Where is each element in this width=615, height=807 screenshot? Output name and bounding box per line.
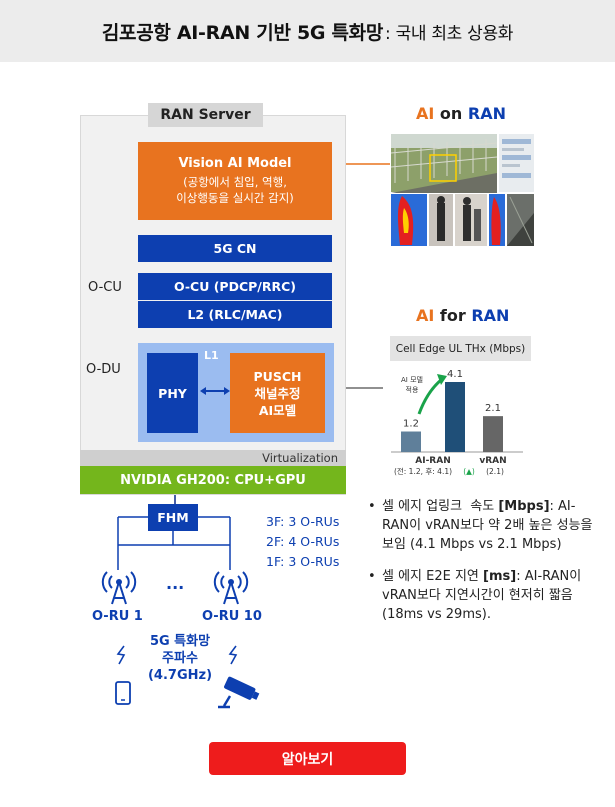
ai-for-ran-ai: AI bbox=[416, 306, 434, 325]
fence-scene-image bbox=[391, 134, 497, 193]
oru-1-label: O-RU 1 bbox=[92, 609, 143, 624]
pusch-line-3: AI모델 bbox=[259, 402, 296, 419]
heatmap-image bbox=[391, 194, 427, 246]
vision-ai-desc-2: 이상행동을 실시간 감지) bbox=[176, 190, 294, 206]
vision-ai-model-box: Vision AI Model (공항에서 침입, 역행, 이상행동을 실시간 … bbox=[138, 142, 332, 220]
floor-1f: 1F: 3 O-RUs bbox=[266, 552, 339, 572]
floor-2f: 2F: 4 O-RUs bbox=[266, 532, 339, 552]
5g-cn-bar: 5G CN bbox=[138, 235, 332, 262]
category-label-0: AI-RAN bbox=[415, 456, 450, 466]
band-line-2: 주파수 bbox=[140, 650, 220, 667]
ai-on-ran-on: on bbox=[434, 104, 468, 123]
person-detection-image-1 bbox=[429, 194, 453, 246]
bullet-2-unit: [ms] bbox=[483, 569, 516, 584]
bullet-1-unit: [Mbps] bbox=[498, 499, 549, 514]
up-triangle-label: (▲) bbox=[463, 467, 475, 476]
fhm-box: FHM bbox=[148, 504, 198, 531]
floor-ru-list: 3F: 3 O-RUs 2F: 4 O-RUs 1F: 3 O-RUs bbox=[266, 512, 339, 572]
oru-10-label: O-RU 10 bbox=[202, 609, 262, 624]
bullet-1-pre: 셀 에지 업링크 속도 bbox=[382, 499, 498, 514]
pusch-line-1: PUSCH bbox=[254, 368, 302, 385]
band-line-3: (4.7GHz) bbox=[140, 667, 220, 684]
bullet-list: • 셀 에지 업링크 속도 [Mbps]: AI-RAN이 vRAN보다 약 2… bbox=[368, 497, 600, 637]
learn-more-button[interactable]: 알아보기 bbox=[209, 742, 406, 775]
category-sublabel-airan: (전: 1.2, 후: 4.1) bbox=[394, 466, 452, 476]
lightning-icon bbox=[228, 645, 240, 665]
vision-ai-desc-1: (공항에서 침입, 역행, bbox=[183, 174, 287, 190]
bullet-uplink: • 셀 에지 업링크 속도 [Mbps]: AI-RAN이 vRAN보다 약 2… bbox=[368, 497, 600, 554]
l2-bar: L2 (RLC/MAC) bbox=[138, 301, 332, 328]
bar-0 bbox=[401, 432, 421, 452]
category-label-1: vRAN bbox=[479, 456, 506, 466]
lightning-icon bbox=[116, 645, 128, 665]
antenna-icon bbox=[98, 566, 140, 606]
ai-on-ran-heading: AI on RAN bbox=[416, 104, 506, 123]
bar-value-label-0: 1.2 bbox=[403, 419, 419, 430]
phone-icon bbox=[114, 680, 132, 706]
pusch-ai-box: PUSCH 채널추정 AI모델 bbox=[230, 353, 325, 433]
bar-value-label-1: 4.1 bbox=[447, 369, 463, 380]
corridor-image bbox=[507, 194, 534, 246]
bullet-dot: • bbox=[368, 497, 376, 516]
ocu-side-label: O-CU bbox=[88, 280, 122, 295]
annotation-line-2: 적용 bbox=[406, 385, 419, 394]
annotation-line-1: AI 모델 bbox=[401, 376, 423, 384]
bullet-dot: • bbox=[368, 567, 376, 586]
bullet-latency: • 셀 에지 E2E 지연 [ms]: AI-RAN이 vRAN보다 지연시간이… bbox=[368, 567, 600, 624]
vision-ai-title: Vision AI Model bbox=[178, 156, 291, 171]
virtualization-bar: Virtualization bbox=[80, 450, 346, 466]
category-sublabel-vran: (2.1) bbox=[486, 467, 504, 476]
monitor-screen-image bbox=[499, 134, 534, 192]
improvement-arrow-icon bbox=[419, 380, 441, 414]
bar-value-label-2: 2.1 bbox=[485, 403, 501, 414]
frequency-band-label: 5G 특화망 주파수 (4.7GHz) bbox=[140, 633, 220, 684]
ran-server-label: RAN Server bbox=[148, 103, 263, 127]
cctv-camera-icon bbox=[216, 676, 262, 712]
throughput-bar-chart: AI 모델 적용 (전: 1.2, 후: 4.1) (▲) (2.1) 1.2 4… bbox=[383, 362, 533, 482]
person-detection-image-2 bbox=[455, 194, 487, 246]
bar-1 bbox=[445, 382, 465, 452]
oru-ellipsis: ... bbox=[166, 574, 184, 593]
nvidia-bar: NVIDIA GH200: CPU+GPU bbox=[80, 466, 346, 494]
double-arrow-icon bbox=[200, 385, 230, 397]
ai-for-ran-for: for bbox=[434, 306, 471, 325]
floor-3f: 3F: 3 O-RUs bbox=[266, 512, 339, 532]
pusch-line-2: 채널추정 bbox=[254, 385, 300, 402]
heatmap-image-2 bbox=[489, 194, 505, 246]
ai-for-ran-heading: AI for RAN bbox=[416, 306, 509, 325]
phy-box: PHY bbox=[147, 353, 198, 433]
odu-side-label: O-DU bbox=[86, 362, 121, 377]
ai-on-ran-ai: AI bbox=[416, 104, 434, 123]
ai-on-ran-ran: RAN bbox=[468, 104, 506, 123]
band-line-1: 5G 특화망 bbox=[140, 633, 220, 650]
ocu-bar: O-CU (PDCP/RRC) bbox=[138, 273, 332, 300]
antenna-icon bbox=[210, 566, 252, 606]
ai-for-ran-ran: RAN bbox=[471, 306, 509, 325]
bullet-2-pre: 셀 에지 E2E 지연 bbox=[382, 569, 483, 584]
chart-title: Cell Edge UL THx (Mbps) bbox=[390, 336, 531, 361]
vision-detection-images bbox=[390, 133, 535, 247]
bar-2 bbox=[483, 416, 503, 452]
l1-label: L1 bbox=[204, 349, 219, 362]
